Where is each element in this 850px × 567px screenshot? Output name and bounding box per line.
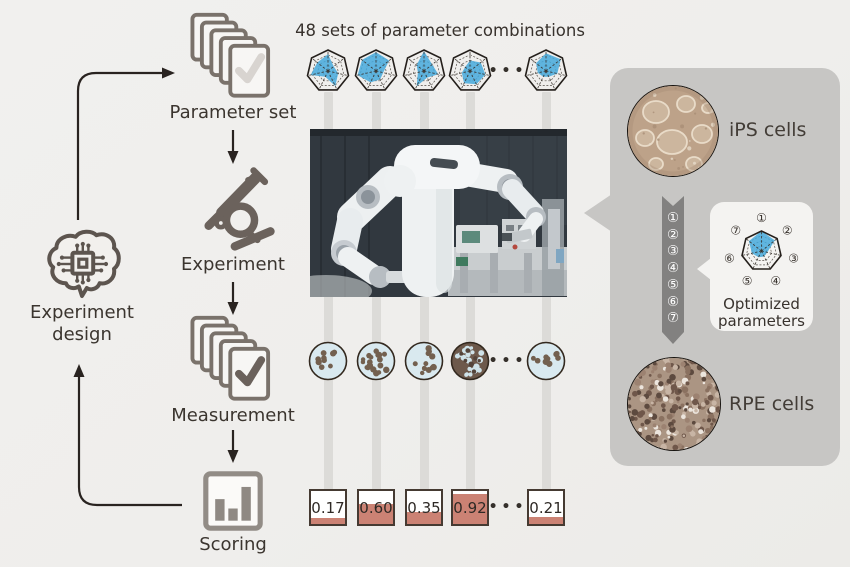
experiment-design-label-line2: design (52, 324, 112, 345)
rpe-cell-image (627, 357, 721, 451)
ips-cell-image (627, 85, 719, 177)
radar-row-ellipsis: ••• (488, 63, 528, 79)
optimized-axis-label: ⑦ (730, 224, 741, 238)
measurement-document-stack-icon (190, 315, 271, 401)
score-box: 0.92 (451, 489, 489, 526)
arrow-design-to-parameterset (76, 71, 162, 220)
parameter-radar-chart (522, 47, 570, 95)
petri-dish (308, 341, 348, 381)
score-value: 0.35 (407, 498, 441, 517)
ips-cells-label: iPS cells (729, 119, 807, 141)
measurement-label: Measurement (171, 405, 295, 426)
petri-dish (404, 341, 444, 381)
score-box: 0.60 (357, 489, 395, 526)
parameter-row-caption: 48 sets of parameter combinations (295, 21, 585, 40)
optimized-axis-label: ⑤ (742, 274, 753, 288)
petri-dish (526, 341, 566, 381)
ribbon-number: ② (666, 226, 680, 243)
ribbon-number: ① (666, 210, 680, 226)
score-fill-bar (407, 512, 441, 524)
parameter-radar-chart (400, 47, 448, 95)
score-box: 0.21 (527, 489, 565, 526)
arrowhead-down (227, 151, 239, 164)
experiment-label: Experiment (180, 254, 285, 275)
ribbon-number: ⑥ (666, 293, 680, 310)
microscope-icon (204, 167, 275, 251)
results-panel-tail (584, 194, 612, 232)
check-icon (235, 53, 266, 84)
score-fill-bar (453, 494, 487, 524)
scoring-label: Scoring (199, 534, 267, 555)
score-fill-bar (529, 517, 563, 524)
score-row-ellipsis: ••• (488, 499, 528, 515)
optimized-axis-label: ① (756, 211, 767, 225)
bar-chart-icon (203, 471, 263, 531)
ribbon-number: ⑤ (666, 276, 680, 293)
score-value: 0.17 (311, 498, 345, 517)
optimized-axis-label: ③ (788, 252, 799, 266)
optimized-card-tail (697, 258, 711, 280)
ribbon-number: ④ (666, 260, 680, 277)
optimized-label-line2: parameters (717, 312, 805, 330)
robot-photo (310, 129, 567, 297)
arrowhead-down (227, 302, 239, 315)
optimized-axis-label: ⑥ (724, 252, 735, 266)
ribbon-number: ⑦ (666, 310, 680, 327)
score-box: 0.35 (405, 489, 443, 526)
arrowhead-up (73, 364, 85, 377)
arrowhead-right (162, 67, 175, 79)
score-value: 0.60 (359, 498, 393, 517)
ai-brain-chip-icon (47, 229, 121, 298)
parameter-set-document-stack-icon (190, 12, 271, 98)
score-value: 0.92 (453, 498, 487, 517)
score-box: 0.17 (309, 489, 347, 526)
petri-dish (356, 341, 396, 381)
score-fill-bar (311, 518, 345, 524)
parameter-radar-chart (446, 47, 494, 95)
optimized-axis-label: ④ (770, 274, 781, 288)
arrow-scoring-to-design (77, 375, 182, 507)
score-value: 0.21 (529, 498, 563, 517)
check-icon (235, 356, 266, 387)
arrowhead-down (227, 450, 239, 463)
ribbon-number: ③ (666, 243, 680, 260)
optimized-axis-label: ② (782, 224, 793, 238)
parameter-ribbon (662, 196, 684, 344)
dish-row-ellipsis: ••• (488, 353, 528, 369)
parameter-set-label: Parameter set (169, 102, 297, 123)
parameter-radar-chart (304, 47, 352, 95)
score-fill-bar (359, 504, 393, 524)
petri-dish (450, 341, 490, 381)
experiment-design-label-line1: Experiment (29, 302, 134, 323)
optimized-label-line1: Optimized (723, 295, 800, 313)
rpe-cells-label: RPE cells (729, 393, 815, 415)
optimized-parameters-card (710, 202, 813, 331)
parameter-radar-chart (352, 47, 400, 95)
